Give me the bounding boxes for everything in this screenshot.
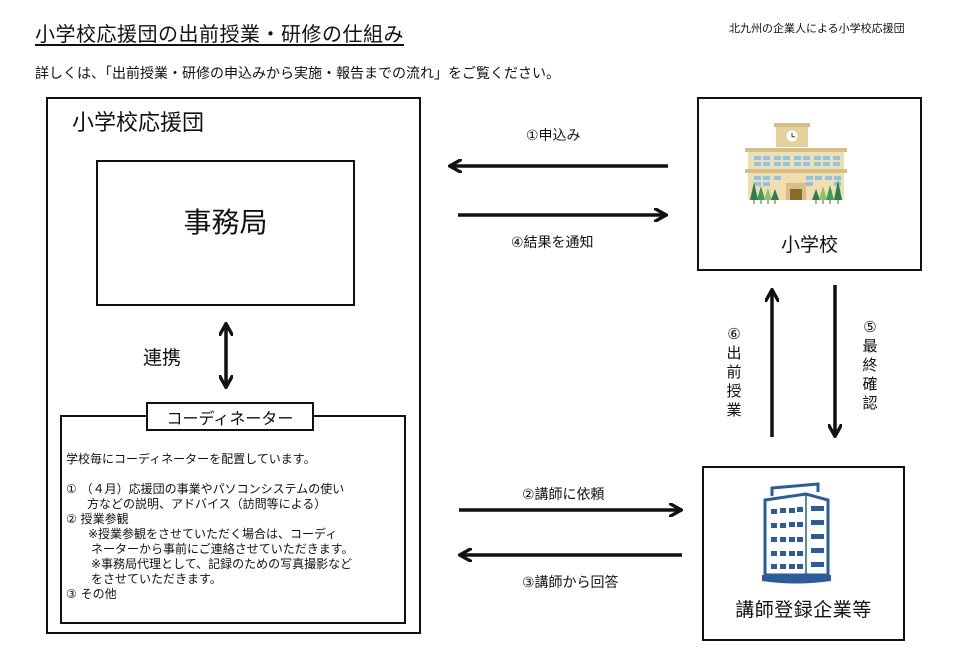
coordinator-tag-label: コーディネーター bbox=[166, 408, 294, 428]
coordinator-line: 学校毎にコーディネーターを配置しています。 bbox=[66, 452, 316, 466]
instruction-text: 詳しくは、「出前授業・研修の申込みから実施・報告までの流れ」をご覧ください。 bbox=[35, 66, 560, 82]
coordinator-line: ※事務局代理として、記録のための写真撮影など bbox=[91, 557, 353, 571]
coordinator-tag: コーディネーター bbox=[146, 402, 314, 431]
office-label: 事務局 bbox=[183, 206, 268, 239]
coordinator-description: 学校毎にコーディネーターを配置しています。 ① （４月）応援団の事業やパソコンシ… bbox=[66, 452, 354, 602]
flow-label-instructor-reply: ③講師から回答 bbox=[522, 575, 619, 591]
flow-label-delivery-lesson: ⑥出前授業 bbox=[726, 325, 742, 419]
support-group-title: 小学校応援団 bbox=[72, 111, 205, 136]
coordinator-line: ※授業参観をさせていただく場合は、コーディ bbox=[88, 527, 338, 541]
coordinator-line: をさせていただきます。 bbox=[91, 572, 222, 586]
coordinator-line: ネーターから事前にご連絡させていただきます。 bbox=[91, 542, 354, 556]
company-label: 講師登録企業等 bbox=[735, 599, 872, 621]
office-box: 事務局 bbox=[96, 160, 355, 306]
organization-caption: 北九州の企業人による小学校応援団 bbox=[729, 22, 905, 35]
flow-label-notify-result: ④結果を通知 bbox=[511, 235, 594, 251]
link-label: 連携 bbox=[143, 347, 182, 369]
flow-label-final-confirm: ⑤最終確認 bbox=[862, 318, 878, 412]
coordinator-line: 方などの説明、アドバイス（訪問等による） bbox=[87, 497, 327, 511]
coordinator-line: ② 授業参観 bbox=[66, 512, 129, 526]
page-title: 小学校応援団の出前授業・研修の仕組み bbox=[35, 22, 404, 46]
company-box bbox=[702, 466, 905, 641]
coordinator-line bbox=[66, 467, 354, 482]
coordinator-line: ③ その他 bbox=[66, 587, 117, 601]
flow-label-request-instructor: ②講師に依頼 bbox=[522, 487, 605, 503]
coordinator-box bbox=[60, 415, 406, 624]
school-label: 小学校 bbox=[780, 234, 838, 256]
flow-label-apply: ①申込み bbox=[526, 128, 581, 144]
coordinator-line: ① （４月）応援団の事業やパソコンシステムの使い bbox=[66, 482, 345, 496]
